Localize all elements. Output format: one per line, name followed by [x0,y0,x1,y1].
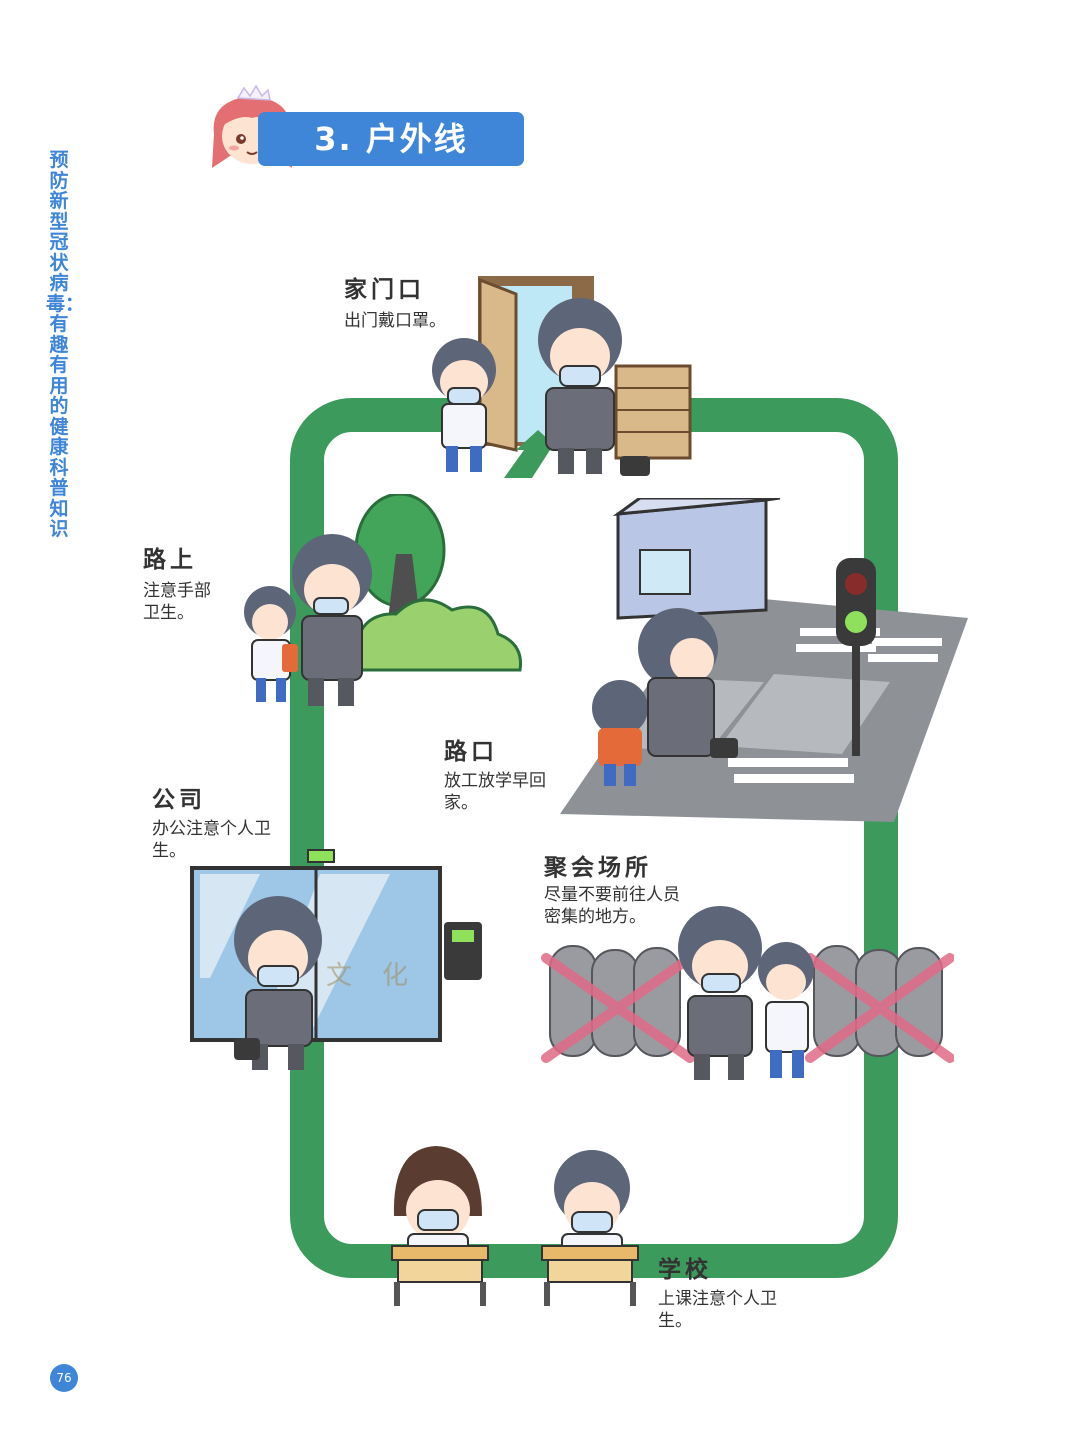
school-desks-scene [391,1146,639,1306]
stop-school-desc: 上课注意个人卫生。 [658,1289,777,1331]
stop-crossing-desc: 放工放学早回家。 [444,771,546,813]
stop-gathering-desc: 尽量不要前往人员密集的地方。 [544,885,680,927]
road-tree-scene [244,494,523,706]
side-title: 预防新型冠状病毒：有趣有用的健康科普知识 [46,149,85,540]
gathering-crowd-scene [541,906,954,1080]
stop-crossing-title: 路口 [444,739,498,765]
stop-home-desc: 出门戴口罩。 [344,311,446,331]
stop-road-title: 路上 [143,547,197,573]
section-banner: 3. 户外线 [258,112,524,166]
stop-gathering-title: 聚会场所 [544,855,652,881]
page-number: 76 [50,1364,78,1392]
stop-office-title: 公司 [152,787,206,813]
stop-school-title: 学校 [658,1257,712,1283]
home-door-scene [432,276,692,478]
stop-home-title: 家门口 [344,277,425,303]
stop-road-desc: 注意手部卫生。 [143,581,211,623]
office-glass-text: 文化 [326,961,439,991]
crossing-scene [560,498,968,822]
stop-office-desc: 办公注意个人卫生。 [152,819,271,861]
office-elevator-scene [190,849,482,1070]
